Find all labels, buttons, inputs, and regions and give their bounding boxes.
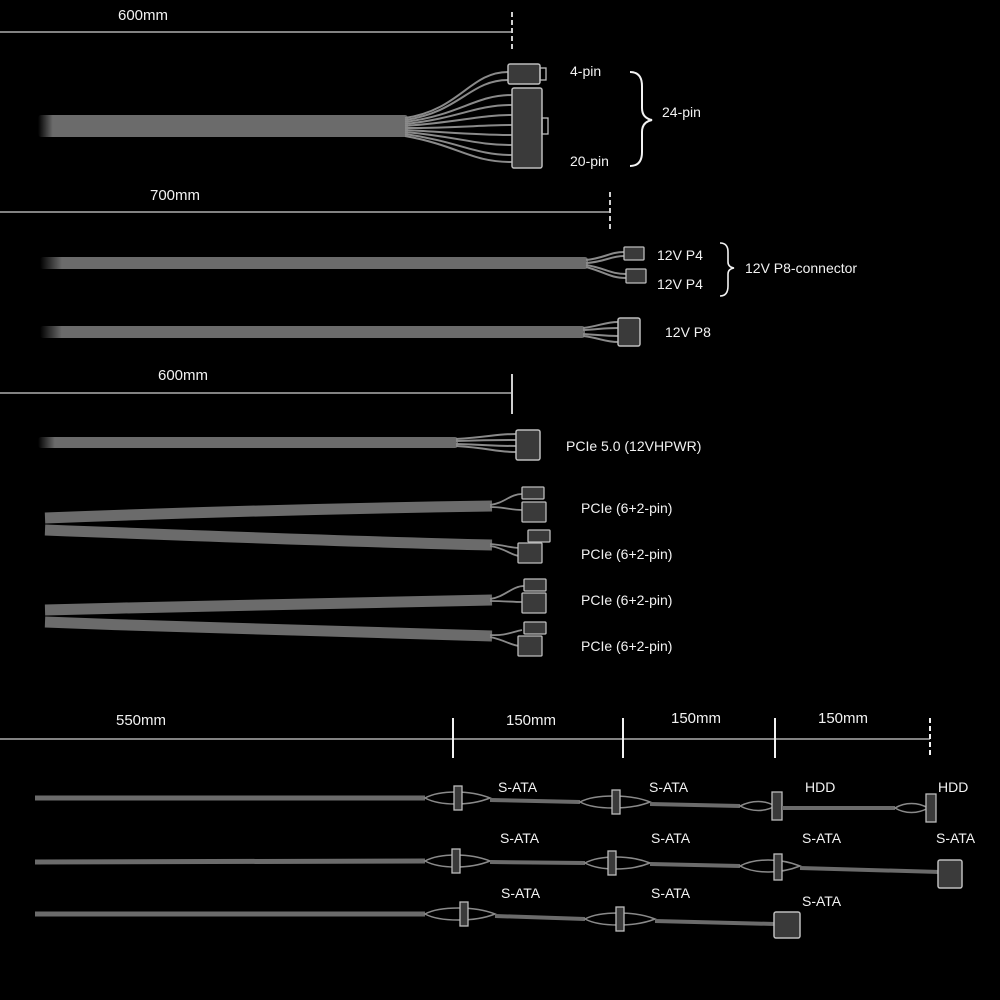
atx-main-cable: [38, 115, 408, 137]
pcie-6pin-connector-2a: [521, 592, 547, 614]
peripheral-segment-label-3: 150mm: [671, 710, 722, 727]
peripheral-row3-sata-connector-1: [459, 901, 469, 927]
peripheral-row1-sata-connector-2: [611, 789, 621, 815]
pcie-hpwr-cable: [38, 437, 458, 448]
peripheral-row1-splice-2: [578, 795, 653, 809]
cpu-p8-cable: [40, 326, 585, 338]
peripheral-row2-sata-connector-1: [451, 848, 461, 874]
peripheral-row3-sata-connector-3: [773, 911, 801, 939]
atx-cable-group: [0, 12, 653, 169]
cpu-p8-label: 12V P8: [665, 324, 711, 340]
peripheral-row1-hdd-connector-1: [771, 791, 783, 821]
atx-20pin-connector: [511, 87, 543, 169]
peripheral-row2-label-3: S-ATA: [802, 830, 842, 846]
peripheral-row3-label-3: S-ATA: [802, 893, 842, 909]
atx-wire-fan: [404, 71, 513, 163]
peripheral-row2-label-2: S-ATA: [651, 830, 691, 846]
cpu-p4-connector-b: [625, 268, 647, 284]
peripheral-row2-link-1: [489, 860, 586, 865]
peripheral-segment-label-1: 550mm: [116, 712, 167, 729]
peripheral-row3-sata-connector-2: [615, 906, 625, 932]
peripheral-row2-label-4: S-ATA: [936, 830, 976, 846]
peripheral-row3-link-2: [654, 919, 776, 926]
cpu-split-cable: [40, 257, 588, 269]
peripheral-row2-splice-2: [583, 856, 653, 870]
pcie-6pin-connector-2b: [517, 635, 543, 657]
pcie-hpwr-label: PCIe 5.0 (12VHPWR): [566, 438, 702, 454]
pcie-2pin-connector-2b: [523, 621, 547, 635]
atx-4pin-connector: [507, 63, 541, 85]
peripheral-row2-splice-1: [423, 854, 493, 868]
peripheral-row1-splice-1: [423, 791, 493, 805]
pcie-cable-1b: [44, 524, 493, 551]
pcie-2pin-connector-1a: [521, 486, 545, 500]
pcie-length-label: 600mm: [158, 367, 209, 384]
pcie-6pin-connector-1b: [517, 542, 543, 564]
peripheral-row2-link-3: [799, 866, 941, 874]
atx-24pin-label: 24-pin: [662, 104, 701, 120]
atx-4pin-label: 4-pin: [570, 63, 602, 79]
atx-20pin-label: 20-pin: [570, 153, 609, 169]
cpu-p4-label-b: 12V P4: [657, 276, 703, 292]
peripheral-row2-link-2: [649, 862, 741, 868]
peripheral-row2-sata-connector-2: [607, 850, 617, 876]
peripheral-row3-splice-2: [583, 912, 658, 926]
pcie-cable-group: [0, 374, 551, 657]
peripheral-segment-label-2: 150mm: [506, 712, 557, 729]
atx-24pin-brace: [629, 71, 653, 167]
cpu-p8-connector: [617, 317, 641, 347]
peripheral-row1-sata-connector-1: [453, 785, 463, 811]
peripheral-cable-group: [0, 718, 963, 939]
atx-length-label: 600mm: [118, 7, 169, 24]
pcie-hpwr-connector: [515, 429, 541, 461]
pcie-connector-label-2: PCIe (6+2-pin): [581, 546, 673, 562]
cpu-p8-wires: [582, 321, 619, 343]
pcie-6pin-connector-1a: [521, 501, 547, 523]
peripheral-row1-link-2: [649, 802, 741, 808]
cpu-p8-connector-label: 12V P8-connector: [745, 260, 858, 276]
pcie-connector-label-1: PCIe (6+2-pin): [581, 500, 673, 516]
peripheral-row1-label-4: HDD: [938, 779, 969, 795]
pcie-2pin-connector-1b: [527, 529, 551, 543]
peripheral-row1-link-1: [489, 798, 581, 804]
peripheral-row1-splice-3: [738, 800, 777, 812]
peripheral-row2-splice-3: [738, 859, 803, 873]
cpu-p8-brace: [719, 242, 735, 297]
pcie-hpwr-wires: [455, 433, 517, 453]
cpu-p4-label-a: 12V P4: [657, 247, 703, 263]
peripheral-segment-label-4: 150mm: [818, 710, 869, 727]
peripheral-row1-label-3: HDD: [805, 779, 836, 795]
peripheral-row3-label-1: S-ATA: [501, 885, 541, 901]
peripheral-row3-label-2: S-ATA: [651, 885, 691, 901]
peripheral-row2-sata-connector-3: [773, 853, 783, 881]
peripheral-row3-link-1: [494, 914, 586, 921]
atx-20pin-connector-latch: [541, 117, 549, 135]
pcie-cable-2a: [44, 594, 493, 616]
pcie-connector-label-3: PCIe (6+2-pin): [581, 592, 673, 608]
pcie-connector-label-4: PCIe (6+2-pin): [581, 638, 673, 654]
atx-4pin-connector-latch: [539, 67, 547, 81]
cpu-cable-group: [0, 192, 735, 347]
peripheral-row1-label-2: S-ATA: [649, 779, 689, 795]
peripheral-row1-splice-4: [893, 802, 930, 814]
peripheral-row1-hdd-connector-2: [925, 793, 937, 823]
peripheral-row2-cable: [34, 858, 426, 865]
peripheral-row2-label-1: S-ATA: [500, 830, 540, 846]
cpu-split-wires: [585, 251, 627, 279]
cpu-p4-connector-a: [623, 246, 645, 261]
peripheral-row3-splice-1: [423, 907, 498, 921]
cpu-length-label: 700mm: [150, 187, 201, 204]
pcie-cable-1a: [44, 500, 493, 524]
peripheral-row2-sata-connector-4: [937, 859, 963, 889]
pcie-2pin-connector-2a: [523, 578, 547, 592]
pcie-wires-1: [489, 493, 523, 557]
pcie-cable-2b: [44, 616, 493, 642]
peripheral-row1-label-1: S-ATA: [498, 779, 538, 795]
